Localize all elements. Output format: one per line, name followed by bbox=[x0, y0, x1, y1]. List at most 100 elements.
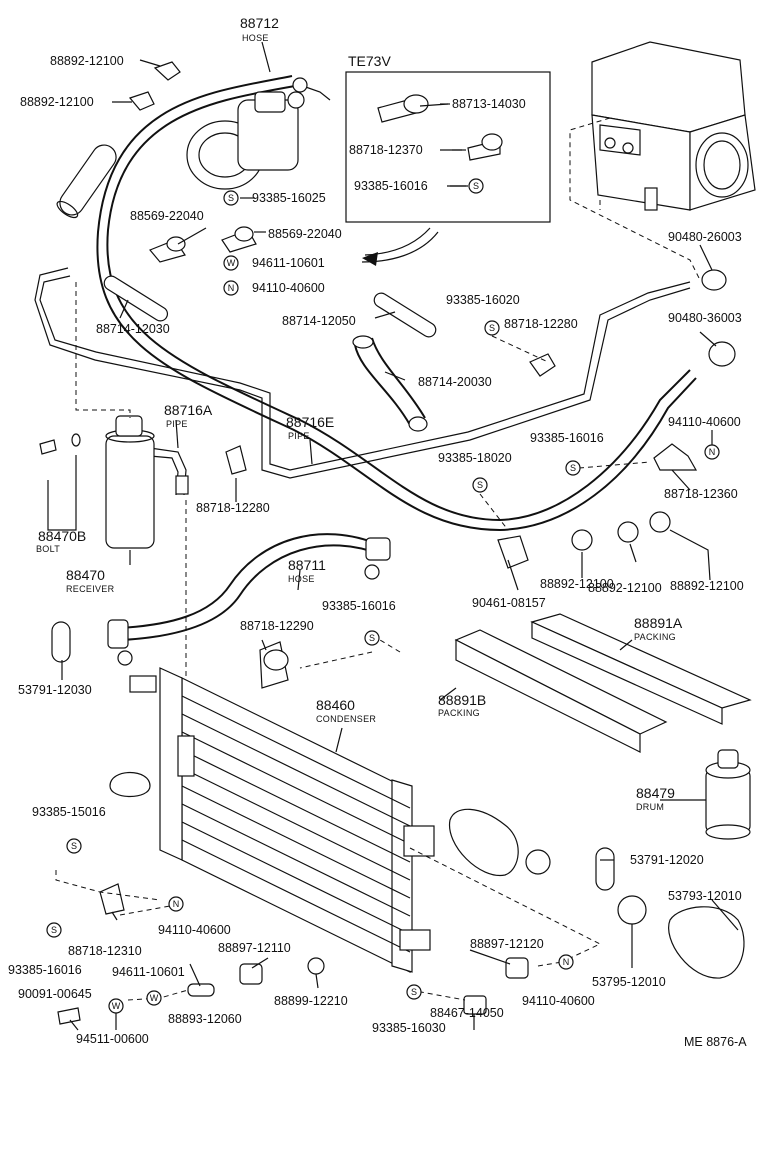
label-88712: 88712 bbox=[240, 15, 279, 31]
symbol-s: S bbox=[473, 181, 479, 191]
condenser-drawing bbox=[109, 667, 435, 973]
compressor-drawing bbox=[186, 77, 308, 190]
label-88892-12100: 88892-12100 bbox=[670, 579, 744, 593]
label-88891A: 88891A bbox=[634, 615, 683, 631]
caption-pipe: PIPE bbox=[288, 431, 310, 441]
label-88718-12280: 88718-12280 bbox=[504, 317, 578, 331]
symbol-markers: S W N S S S S N S S N S W W S N bbox=[46, 178, 720, 1014]
label-88714-12050: 88714-12050 bbox=[282, 314, 356, 328]
symbol-s: S bbox=[411, 987, 417, 997]
label-90480-36003: 90480-36003 bbox=[668, 311, 742, 325]
symbol-w: W bbox=[112, 1001, 121, 1011]
label-93385-16016: 93385-16016 bbox=[354, 179, 428, 193]
label-93385-16020: 93385-16020 bbox=[446, 293, 520, 307]
symbol-n: N bbox=[173, 899, 180, 909]
label-88718-12290: 88718-12290 bbox=[240, 619, 314, 633]
caption-drum: DRUM bbox=[636, 802, 664, 812]
grommets-drawing bbox=[57, 269, 736, 1025]
label-53791-12030: 53791-12030 bbox=[18, 683, 92, 697]
caption-hose: HOSE bbox=[288, 574, 315, 584]
symbol-n: N bbox=[563, 957, 570, 967]
label-93385-16016: 93385-16016 bbox=[530, 431, 604, 445]
caption-packing: PACKING bbox=[634, 632, 676, 642]
label-88718-12280: 88718-12280 bbox=[196, 501, 270, 515]
label-94110-40600: 94110-40600 bbox=[668, 415, 741, 429]
symbol-n: N bbox=[228, 283, 235, 293]
caption-packing: PACKING bbox=[438, 708, 480, 718]
pipe-88716E-drawing bbox=[34, 267, 691, 479]
label-88899-12210: 88899-12210 bbox=[274, 994, 348, 1008]
label-88891B: 88891B bbox=[438, 692, 486, 708]
part-labels: 88712 HOSE 88892-12100 88892-12100 TE73V… bbox=[8, 15, 747, 1049]
label-53793-12010: 53793-12010 bbox=[668, 889, 742, 903]
caption-hose: HOSE bbox=[242, 33, 269, 43]
label-90091-00645: 90091-00645 bbox=[18, 987, 92, 1001]
label-88892-12100: 88892-12100 bbox=[20, 95, 94, 109]
label-88713-14030: 88713-14030 bbox=[452, 97, 526, 111]
drum-drawing bbox=[705, 749, 751, 840]
label-94110-40600: 94110-40600 bbox=[158, 923, 231, 937]
caption-pipe: PIPE bbox=[166, 419, 188, 429]
label-88479: 88479 bbox=[636, 785, 675, 801]
symbol-s: S bbox=[51, 925, 57, 935]
symbol-w: W bbox=[150, 993, 159, 1003]
label-90461-08157: 90461-08157 bbox=[472, 596, 546, 610]
direction-arrow-line2 bbox=[364, 227, 431, 256]
label-88460: 88460 bbox=[316, 697, 355, 713]
diagram-code: ME 8876-A bbox=[684, 1035, 747, 1049]
label-88718-12370: 88718-12370 bbox=[349, 143, 423, 157]
symbol-s: S bbox=[489, 323, 495, 333]
label-93385-16016: 93385-16016 bbox=[8, 963, 82, 977]
label-88892-12100: 88892-12100 bbox=[50, 54, 124, 68]
label-93385-15016: 93385-15016 bbox=[32, 805, 106, 819]
direction-arrowhead bbox=[362, 252, 378, 266]
label-88893-12060: 88893-12060 bbox=[168, 1012, 242, 1026]
clamps-drawing bbox=[99, 61, 698, 915]
symbol-w: W bbox=[227, 258, 236, 268]
caption-receiver: RECEIVER bbox=[66, 584, 115, 594]
caption-condenser: CONDENSER bbox=[316, 714, 376, 724]
label-88470B: 88470B bbox=[38, 528, 86, 544]
caption-bolt: BOLT bbox=[36, 544, 60, 554]
hose-pieces-drawing bbox=[56, 144, 437, 432]
label-88470: 88470 bbox=[66, 567, 105, 583]
leader-lines bbox=[47, 41, 739, 1031]
label-53791-12020: 53791-12020 bbox=[630, 853, 704, 867]
label-88711: 88711 bbox=[288, 557, 326, 573]
label-88892-12100: 88892-12100 bbox=[588, 581, 662, 595]
label-94110-40600: 94110-40600 bbox=[522, 994, 595, 1008]
te73v-inset bbox=[345, 71, 551, 223]
label-88716A: 88716A bbox=[164, 402, 213, 418]
cooling-unit-drawing bbox=[591, 41, 756, 211]
pipe-88716A-drawing bbox=[149, 447, 189, 496]
label-88897-12120: 88897-12120 bbox=[470, 937, 544, 951]
label-88569-22040: 88569-22040 bbox=[130, 209, 204, 223]
label-88716E: 88716E bbox=[286, 414, 334, 430]
label-88467-14050: 88467-14050 bbox=[430, 1006, 504, 1020]
seal-plates-drawing bbox=[51, 621, 745, 979]
label-88718-12310: 88718-12310 bbox=[68, 944, 142, 958]
symbol-s: S bbox=[570, 463, 576, 473]
label-93385-16016: 93385-16016 bbox=[322, 599, 396, 613]
label-93385-16025: 93385-16025 bbox=[252, 191, 326, 205]
symbol-s: S bbox=[477, 480, 483, 490]
label-94611-10601: 94611-10601 bbox=[252, 256, 325, 270]
symbol-s: S bbox=[369, 633, 375, 643]
label-88718-12360: 88718-12360 bbox=[664, 487, 738, 501]
label-88714-20030: 88714-20030 bbox=[418, 375, 492, 389]
inset-title: TE73V bbox=[348, 53, 391, 69]
symbol-n: N bbox=[709, 447, 716, 457]
packings-drawing bbox=[454, 613, 752, 753]
label-53795-12010: 53795-12010 bbox=[592, 975, 666, 989]
symbol-s: S bbox=[71, 841, 77, 851]
label-88714-12030: 88714-12030 bbox=[96, 322, 170, 336]
label-94611-10601: 94611-10601 bbox=[112, 965, 185, 979]
label-90480-26003: 90480-26003 bbox=[668, 230, 742, 244]
label-88892-12100: 88892-12100 bbox=[540, 577, 614, 591]
label-94511-00600: 94511-00600 bbox=[76, 1032, 149, 1046]
label-88897-12110: 88897-12110 bbox=[218, 941, 291, 955]
hose-88711-drawing bbox=[107, 533, 391, 666]
label-94110-40600: 94110-40600 bbox=[252, 281, 325, 295]
receiver-drawing bbox=[39, 415, 155, 549]
